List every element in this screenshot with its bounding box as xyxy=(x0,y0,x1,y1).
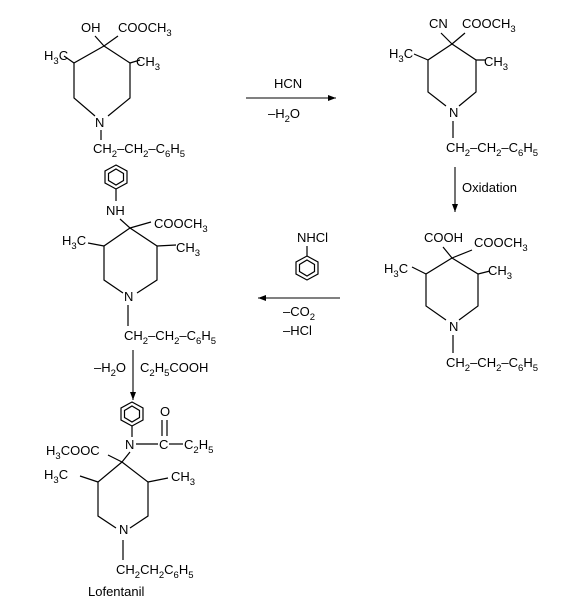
label-amide-n: N xyxy=(125,437,134,452)
ring-bonds xyxy=(87,218,177,326)
label-carbonyl-o: O xyxy=(160,404,170,419)
step-2-arrow: Oxidation xyxy=(452,167,517,212)
label-cooch3: COOCH3​ xyxy=(474,235,528,254)
label-h3c: H3​C xyxy=(44,467,68,486)
final-product-name: Lofentanil xyxy=(88,584,144,599)
label-ch3: CH3​ xyxy=(176,240,200,259)
label-h3c: H3​C xyxy=(62,233,86,252)
reagent-minus-hcl: –HCl xyxy=(283,323,312,338)
label-h3c: H3​C xyxy=(384,261,408,280)
reagent-oxidation: Oxidation xyxy=(462,180,517,195)
label-n: N xyxy=(119,522,128,537)
label-phenethyl: CH2​–CH2​–C6​H5​ xyxy=(124,328,216,347)
reagent-propionic-acid: C2​H5​COOH xyxy=(140,360,208,379)
compound-1-hydroxy-ester: OH COOCH3​ H3​C CH3​ N CH2​–CH2​–C6​H5​ xyxy=(44,20,185,160)
compound-5-lofentanil: O N C C2​H5​ H3​COOC H3​C CH3​ N CH2​CH2… xyxy=(44,401,213,599)
reagent-minus-co2: –CO2​ xyxy=(283,304,315,323)
label-ch3: CH3​ xyxy=(171,469,195,488)
label-ch3: CH3​ xyxy=(488,263,512,282)
label-n: N xyxy=(449,319,458,334)
compound-4-anilino-ester: NH COOCH3​ H3​C CH3​ N CH2​–CH2​–C6​H5​ xyxy=(62,164,216,347)
label-cooch3: COOCH3​ xyxy=(118,20,172,39)
label-h3cooc: H3​COOC xyxy=(46,443,100,462)
label-cooch3: COOCH3​ xyxy=(462,16,516,35)
label-carbonyl-c: C xyxy=(159,437,168,452)
label-oh: OH xyxy=(81,20,101,35)
label-n: N xyxy=(95,115,104,130)
label-phenethyl: CH2​–CH2​–C6​H5​ xyxy=(446,140,538,159)
ring-bonds xyxy=(413,32,486,138)
ring-bonds xyxy=(63,35,141,140)
label-phenethyl: CH2​–CH2​–C6​H5​ xyxy=(93,141,185,160)
reagent-nhcl: NHCl xyxy=(297,230,328,245)
label-nh: NH xyxy=(106,203,125,218)
label-ch3: CH3​ xyxy=(484,54,508,73)
compound-3-acid-ester: COOH COOCH3​ H3​C CH3​ N CH2​–CH2​–C6​H5… xyxy=(384,230,538,374)
ring-bonds xyxy=(79,451,169,560)
phenyl-ring-icon xyxy=(120,401,144,437)
ring-bonds xyxy=(411,246,491,353)
label-n: N xyxy=(124,289,133,304)
label-n: N xyxy=(449,105,458,120)
label-phenethyl: CH2​–CH2​–C6​H5​ xyxy=(446,355,538,374)
label-ch3: CH3​ xyxy=(136,54,160,73)
label-c2h5: C2​H5​ xyxy=(184,437,213,456)
label-phenethyl-condensed: CH2​CH2​C6​H5​ xyxy=(116,562,194,581)
step-1-arrow: HCN –H2​O xyxy=(246,76,336,125)
reagent-minus-h2o: –H2​O xyxy=(268,106,300,125)
phenyl-ring-icon xyxy=(104,164,128,201)
reagent-hcn: HCN xyxy=(274,76,302,91)
step-4-arrow: –H2​O C2​H5​COOH xyxy=(94,350,208,400)
reagent-minus-h2o: –H2​O xyxy=(94,360,126,379)
label-cn: CN xyxy=(429,16,448,31)
label-h3c: H3​C xyxy=(389,46,413,65)
label-cooch3: COOCH3​ xyxy=(154,216,208,235)
step-3-arrow: –CO2​ –HCl xyxy=(258,295,340,338)
aniline-hydrochloride-reagent: NHCl xyxy=(295,230,328,281)
benzene-ring-icon xyxy=(295,255,319,281)
label-cooh: COOH xyxy=(424,230,463,245)
label-h3c: H3​C xyxy=(44,48,68,67)
compound-2-cyano-ester: CN COOCH3​ H3​C CH3​ N CH2​–CH2​–C6​H5​ xyxy=(389,16,538,159)
